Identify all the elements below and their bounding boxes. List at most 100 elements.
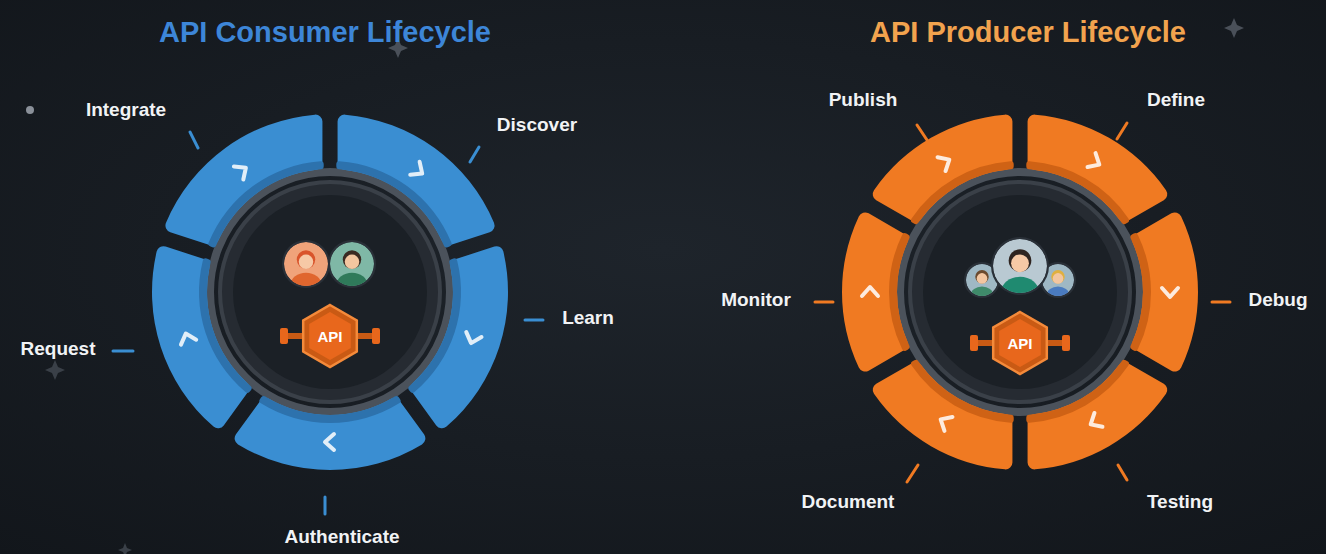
segment-shade <box>1130 233 1151 351</box>
stage-label: Testing <box>1144 489 1216 515</box>
leader-tick <box>1212 301 1230 304</box>
sparkle-star <box>1224 18 1244 38</box>
stage-name: Discover <box>494 112 580 138</box>
avatar-hair <box>1009 249 1032 272</box>
leader-tick <box>907 465 918 482</box>
leader-tick <box>1118 465 1127 480</box>
leader-tick <box>525 319 543 322</box>
stage-name: Define <box>1144 87 1208 113</box>
person-avatar <box>282 240 330 297</box>
stage-label: Publish <box>826 87 901 113</box>
avatar-body <box>291 273 322 297</box>
avatar-face <box>299 255 314 270</box>
api-badge-label: API <box>317 328 342 345</box>
flow-chevron <box>1162 288 1178 297</box>
segment-shade <box>199 258 252 392</box>
center-disk <box>233 195 427 389</box>
segment-shade <box>889 233 910 351</box>
avatar-body <box>971 286 993 304</box>
leader-tick <box>324 497 327 514</box>
ring-segment <box>235 398 426 470</box>
hexagon-outer <box>303 305 357 367</box>
person-avatar <box>328 240 376 297</box>
ring-segment <box>1132 212 1198 371</box>
hexagon-inner <box>999 319 1041 367</box>
segment-shade <box>259 396 400 423</box>
plug <box>1062 335 1070 351</box>
ring-illustration <box>663 0 1326 554</box>
avatar-face <box>345 255 360 270</box>
ring-band <box>900 172 1140 412</box>
stage-name: Document <box>799 489 898 515</box>
inner-ring <box>910 182 1130 402</box>
ring-segment <box>842 212 908 371</box>
ring-segment <box>338 115 495 246</box>
lifecycle-title: API Producer Lifecycle <box>870 16 1186 49</box>
leader-tick <box>815 301 833 304</box>
sparkle-star <box>45 360 65 380</box>
stage-name: Monitor <box>718 287 794 313</box>
stage-label: Discover <box>494 112 580 138</box>
avatar-hair <box>297 250 315 268</box>
api-badge <box>280 305 380 367</box>
hexagon-inner <box>309 312 351 360</box>
center-disk <box>923 195 1117 389</box>
avatar-face <box>977 273 988 284</box>
stage-name: Request <box>18 336 99 362</box>
segment-shade <box>1026 360 1129 423</box>
stage-label: Request <box>18 336 99 362</box>
avatar-body <box>337 273 368 297</box>
leader-tick <box>1117 123 1127 139</box>
inner-ring <box>220 182 440 402</box>
avatar-hair <box>1051 270 1064 283</box>
flow-chevron <box>464 332 482 346</box>
avatar-body <box>1001 277 1039 307</box>
ring-segment <box>165 115 322 246</box>
flow-chevron <box>234 161 251 179</box>
flow-chevron <box>410 162 427 180</box>
sparkle-dot <box>26 106 34 114</box>
segment-shade <box>208 161 323 247</box>
stage-name: Learn <box>559 305 617 331</box>
flow-chevron <box>178 331 196 345</box>
person-avatar <box>991 237 1049 307</box>
segment-shade <box>408 258 461 392</box>
stage-label: Debug <box>1245 287 1310 313</box>
segment-shade <box>1026 161 1129 224</box>
stage-name: Publish <box>826 87 901 113</box>
stage-label: Integrate <box>83 97 169 123</box>
flow-chevron <box>1088 153 1104 171</box>
lifecycle-group: API Producer LifecycleAPI Publish DefineMo… <box>663 0 1326 554</box>
stage-label: Authenticate <box>281 524 402 550</box>
lifecycle-title: API Consumer Lifecycle <box>159 16 491 49</box>
avatar-hair <box>975 270 988 283</box>
flow-chevron <box>937 412 953 430</box>
segment-shade <box>911 360 1014 423</box>
stage-label: Define <box>1144 87 1208 113</box>
plug <box>372 328 380 344</box>
stage-label: Document <box>799 489 898 515</box>
leader-tick <box>190 132 198 148</box>
avatar-face <box>1011 254 1029 272</box>
ring <box>842 115 1198 470</box>
leader-tick <box>470 147 479 162</box>
leader-tick <box>113 350 133 353</box>
stage-label: Learn <box>559 305 617 331</box>
flow-chevron <box>325 434 334 450</box>
ring-band <box>210 172 450 412</box>
api-badge-label: API <box>1007 335 1032 352</box>
segment-shade <box>911 161 1014 224</box>
stage-name: Authenticate <box>281 524 402 550</box>
stage-name: Testing <box>1144 489 1216 515</box>
segment-shade <box>336 161 451 247</box>
flow-chevron <box>862 287 878 296</box>
sparkle-star <box>118 543 132 554</box>
stage-name: Integrate <box>83 97 169 123</box>
avatar-body <box>1047 286 1069 304</box>
plug <box>280 328 288 344</box>
flow-chevron <box>938 153 954 171</box>
stage-name: Debug <box>1245 287 1310 313</box>
ring-illustration <box>0 0 663 554</box>
